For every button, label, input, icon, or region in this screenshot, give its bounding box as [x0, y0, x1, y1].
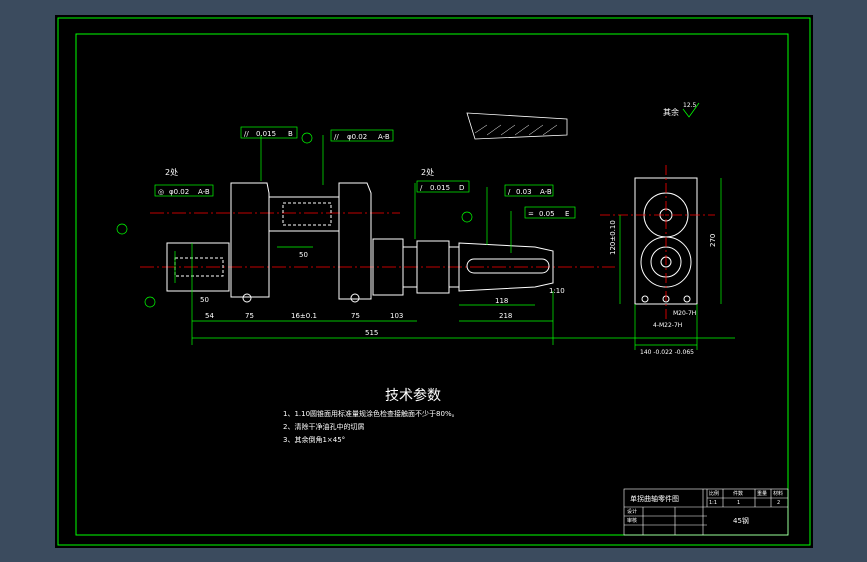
roughness-label: 其余 [663, 107, 679, 117]
gdt-4-sym: / [420, 184, 423, 192]
section-view-outline [466, 112, 568, 140]
gdt-frames: // 0.015 B // φ0.02 A-B ◎ φ0.02 A-B / 0.… [154, 126, 576, 219]
title-row-review: 审核 [627, 517, 637, 524]
gdt-4-tol: 0.015 [430, 184, 450, 192]
dim-270: 270 [709, 234, 717, 247]
dim-m20: M20-7H [673, 310, 696, 317]
roughness-symbol [682, 102, 700, 118]
title-material: 45钢 [733, 516, 749, 525]
dim-103: 103 [390, 312, 403, 320]
gdt-frame-2: // φ0.02 A-B [330, 129, 394, 142]
tech-title: 技术参数 [385, 387, 441, 404]
gdt-5-tol: 0.03 [516, 188, 532, 196]
side-dims [619, 178, 722, 350]
crankpin-hole [282, 202, 332, 226]
outer-border [57, 17, 811, 546]
dim-218: 218 [499, 312, 512, 320]
gdt-3-datum: A-B [198, 188, 210, 196]
dim-140: 140 -0.022 -0.065 [640, 349, 694, 356]
dim-515: 515 [365, 329, 378, 337]
dim-4m22: 4-M22-7H [653, 322, 682, 329]
title-header-scale: 比例 [709, 490, 719, 497]
dim-taper-ratio: 1:10 [549, 287, 565, 295]
dimension-lines [174, 135, 735, 345]
title-value-scale: 1:1 [709, 500, 717, 506]
right-crank-web [338, 182, 372, 300]
gdt-3-tol: φ0.02 [169, 188, 189, 196]
drawing-canvas: // 0.015 B // φ0.02 A-B ◎ φ0.02 A-B / 0.… [57, 17, 811, 546]
title-part-name: 单拐曲轴零件图 [630, 494, 679, 503]
dim-120: 120±0.10 [609, 220, 617, 255]
datum-markers [116, 132, 473, 308]
tech-note-3: 3、其余倒角1×45° [283, 435, 345, 444]
dim-118: 118 [495, 297, 508, 305]
tech-note-2: 2、清除干净油孔中的切屑 [283, 422, 364, 431]
gdt-4-datum: D [459, 184, 464, 192]
cad-viewport[interactable]: // 0.015 B // φ0.02 A-B ◎ φ0.02 A-B / 0.… [55, 15, 813, 548]
taper-end [458, 242, 554, 292]
dim-50b: 50 [299, 251, 308, 259]
inner-border [75, 33, 789, 536]
gdt-5-datum: A-B [540, 188, 552, 196]
crankpin [268, 196, 340, 232]
gdt-3-sym: ◎ [158, 188, 164, 196]
title-row-design: 设计 [627, 508, 637, 515]
dim-75a: 75 [245, 312, 254, 320]
tech-note-1: 1、1.10圆锥面用标准量规涂色检查接触面不少于80%。 [283, 409, 459, 418]
title-value-qty: 1 [737, 500, 740, 506]
gdt-1-tol: 0.015 [256, 130, 276, 138]
gdt-6-datum: E [565, 210, 569, 218]
gdt-5-sym: / [508, 188, 511, 196]
dim-75b: 75 [351, 312, 360, 320]
gdt-1-sym: // [244, 130, 249, 138]
gdt-2-sym: // [334, 133, 339, 141]
gdt-6-sym: = [528, 210, 534, 218]
gdt-frame-5: / 0.03 A-B [504, 184, 554, 197]
gdt-frame-1: // 0.015 B [240, 126, 298, 139]
gdt-6-tol: 0.05 [539, 210, 555, 218]
title-header-material: 材料 [773, 490, 783, 497]
roughness-value: 12.5 [683, 102, 697, 109]
title-header-qty: 件数 [733, 490, 743, 497]
crankshaft-front-view [140, 182, 615, 303]
dim-50a: 50 [200, 296, 209, 304]
section-hatch [474, 124, 558, 136]
gdt-frame-6: = 0.05 E [524, 206, 576, 219]
dimension-texts: 54 75 16±0.1 75 103 218 515 50 50 118 1:… [200, 251, 565, 337]
title-value-material: 2 [777, 500, 780, 506]
keyway [466, 258, 550, 274]
gdt-2-tol: φ0.02 [347, 133, 367, 141]
left-journal [166, 242, 230, 292]
gdt-2-datum: A-B [378, 133, 390, 141]
title-header-weight: 重量 [757, 490, 767, 497]
left-crank-web [230, 182, 270, 298]
oil-hole-right [350, 293, 360, 303]
gdt-frame-4: / 0.015 D [416, 180, 470, 193]
title-block [623, 488, 789, 536]
dim-54: 54 [205, 312, 214, 320]
gdt-frame-3: ◎ φ0.02 A-B [154, 184, 214, 197]
callout-two-places-left: 2处 [165, 167, 178, 177]
oil-hole-left [242, 293, 252, 303]
gdt-1-datum: B [288, 130, 293, 138]
dim-16: 16±0.1 [291, 312, 317, 320]
callout-two-places-top: 2处 [421, 167, 434, 177]
